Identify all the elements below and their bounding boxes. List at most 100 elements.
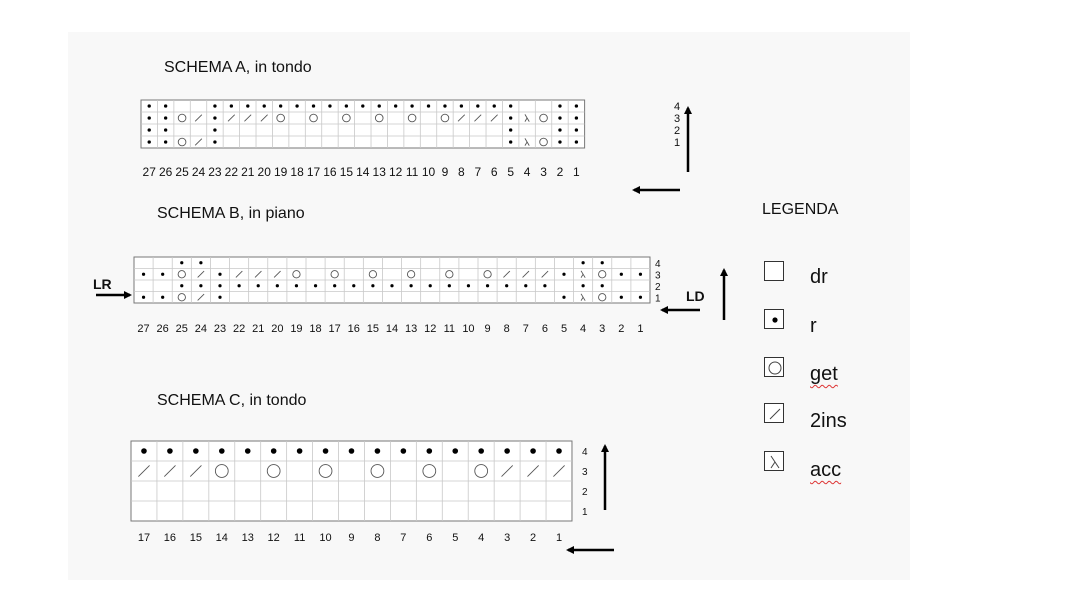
stitch-2ins [501,465,514,477]
column-label: 16 [323,165,337,179]
column-label: 10 [462,323,474,335]
column-label: 25 [176,323,188,335]
row-label: 4 [582,447,588,458]
stitch-r [147,104,151,108]
column-label: 11 [444,323,455,335]
legend-symbol-get [764,357,784,377]
direction-arrows [96,106,728,554]
stitch-get [177,270,186,279]
stitch-r [574,104,579,108]
legend-title: LEGENDA [762,201,839,218]
stitch-r [504,448,510,454]
stitch-get [407,113,417,123]
stitch-r [294,284,299,288]
stitch-r [393,104,398,108]
column-label: 1 [637,323,643,335]
stitch-r [218,448,225,454]
stitch-2ins [197,270,205,278]
column-label: 10 [319,532,331,544]
column-label: 7 [523,323,529,335]
stitch-get [422,464,437,478]
stitch-2ins [138,465,150,477]
legend-symbol-acc [764,451,784,471]
stitch-r [213,140,217,144]
column-label: 5 [561,323,567,335]
stitch-get [292,270,301,279]
column-label: 5 [507,165,514,179]
column-label: 11 [406,165,419,179]
column-label: 6 [426,532,432,544]
column-label: 14 [356,165,370,179]
column-label: 23 [208,165,222,179]
stitch-r [147,116,151,120]
column-label: 16 [164,532,176,544]
stitch-r [600,284,604,288]
stitch-r [348,448,355,454]
column-label: 19 [274,165,288,179]
stitch-get [266,464,281,478]
stitch-2ins [553,465,565,477]
column-label: 18 [309,323,321,335]
column-label: 9 [484,323,490,335]
column-label: 7 [400,532,406,544]
stitch-r [237,284,241,288]
stitch-r [426,104,431,108]
stitch-r [161,272,165,276]
column-label: 17 [307,165,321,179]
stitch-r [478,448,484,454]
stitch-get [539,137,548,147]
column-label: 23 [214,323,226,335]
stitch-2ins [527,465,539,477]
stitch-r [213,116,217,120]
stitch-r [619,272,623,276]
stitch-acc [524,138,530,146]
stitch-r [428,284,432,288]
legend-label-2ins: 2ins [810,410,847,432]
column-label: 21 [241,165,255,179]
column-label: 10 [422,165,436,179]
stitch-r [562,295,566,299]
stitch-r [163,104,168,108]
stitch-r [574,116,579,120]
stitch-r [213,128,217,132]
stitch-acc [580,270,586,278]
column-label: 1 [573,165,580,179]
stitch-r [581,284,585,288]
column-label: 6 [542,323,548,335]
column-label: 4 [478,532,484,544]
stitch-r [229,104,234,108]
column-label: 22 [225,165,239,179]
column-label: 26 [159,165,173,179]
stitch-get [214,464,229,478]
stitch-r [278,104,283,108]
schema-a-title: SCHEMA A, in tondo [164,59,312,76]
column-label: 21 [252,323,264,335]
legend-symbol-r [764,309,784,329]
column-label: 5 [452,532,458,544]
row-label: 4 [674,101,680,113]
stitch-r [558,140,562,144]
stitch-r [543,284,547,288]
stitch-get [374,113,384,123]
stitch-2ins [474,114,482,122]
stitch-r [163,140,168,144]
stitch-get [309,113,318,123]
row-label: 2 [674,125,680,137]
stitch-r [574,128,579,132]
stitch-r [218,284,222,288]
stitch-r [295,104,299,108]
column-label: 13 [405,323,417,335]
schema-b-title: SCHEMA B, in piano [157,205,305,222]
stitch-r [246,104,250,108]
stitch-r [508,140,513,144]
row-label: 3 [582,467,588,478]
stitch-r [141,272,146,276]
stitch-r [508,104,513,108]
column-label: 1 [556,532,562,544]
column-label: 19 [290,323,302,335]
stitch-get [276,113,285,123]
column-label: 4 [524,165,531,179]
stitch-r [244,448,251,454]
stitch-acc [524,114,530,122]
column-label: 2 [530,532,536,544]
